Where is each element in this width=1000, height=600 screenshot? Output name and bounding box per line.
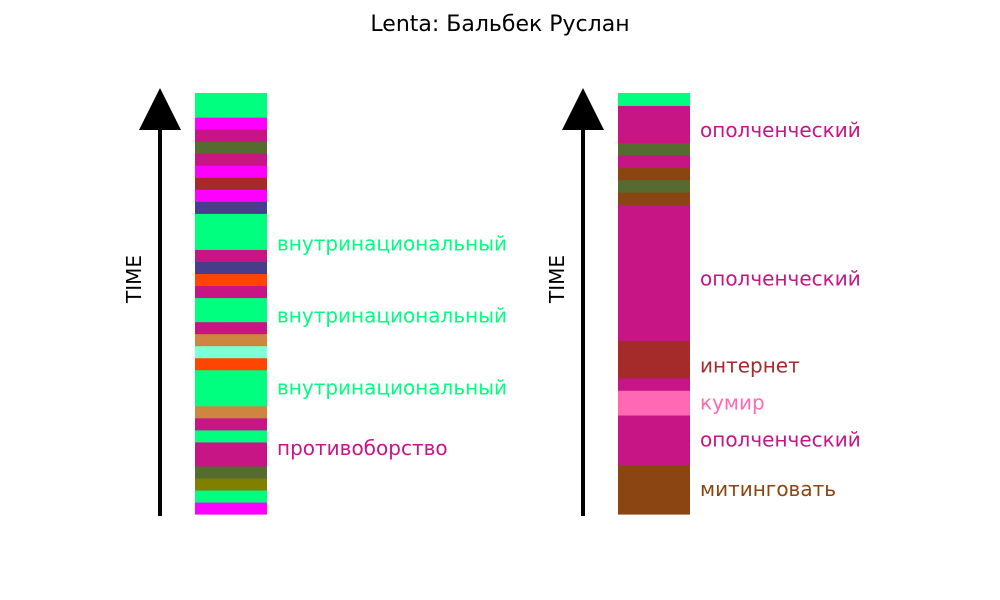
segment-label: противоборство xyxy=(277,436,448,460)
time-segment xyxy=(618,439,690,453)
time-segment xyxy=(195,237,267,250)
panel-right: TIME митинговать ополченческий кумир интерн… xyxy=(545,88,861,516)
time-segment xyxy=(195,165,267,178)
time-segment xyxy=(195,93,267,106)
time-segment xyxy=(195,501,267,515)
time-segment xyxy=(195,105,267,118)
time-segment xyxy=(618,216,690,230)
time-segment xyxy=(618,328,690,342)
time-segment xyxy=(618,390,690,404)
time-segment xyxy=(195,189,267,202)
time-segment xyxy=(195,129,267,142)
time-segment xyxy=(618,365,690,379)
time-segment xyxy=(195,321,267,335)
time-segment xyxy=(195,201,267,214)
time-segment xyxy=(618,414,690,428)
time-arrow-icon xyxy=(562,88,604,130)
segment-label: интернет xyxy=(700,353,800,377)
time-segment xyxy=(195,249,267,262)
time-segment xyxy=(195,453,267,467)
time-segment xyxy=(195,297,267,311)
time-segment xyxy=(195,141,267,154)
time-segment xyxy=(618,179,690,193)
time-segment xyxy=(618,266,690,280)
chart-title: Lenta: Бальбек Руслан xyxy=(370,12,629,37)
panel-left: TIME противоборство внутринациональный вну… xyxy=(122,88,507,516)
time-segment xyxy=(618,340,690,354)
time-segment xyxy=(195,405,267,419)
time-segment xyxy=(195,153,267,166)
time-segment xyxy=(618,142,690,156)
segment-label: ополченческий xyxy=(700,267,861,291)
time-segment xyxy=(618,278,690,292)
time-segment xyxy=(195,117,267,130)
segment-bar xyxy=(618,93,690,515)
time-segment xyxy=(618,229,690,243)
time-segment xyxy=(195,273,267,287)
time-segment xyxy=(195,309,267,323)
segment-label: внутринациональный xyxy=(277,231,507,255)
segment-label: ополченческий xyxy=(700,118,861,142)
time-segment xyxy=(618,117,690,131)
time-segment xyxy=(618,315,690,329)
time-segment xyxy=(618,452,690,466)
time-segment xyxy=(618,489,690,503)
time-segment xyxy=(618,427,690,441)
time-segment xyxy=(195,369,267,383)
time-segment xyxy=(618,241,690,255)
time-segment xyxy=(195,285,267,299)
time-segment xyxy=(618,476,690,490)
segment-label: митинговать xyxy=(700,477,836,501)
segment-label: кумир xyxy=(700,391,765,415)
time-arrow-icon xyxy=(139,88,181,130)
time-segment xyxy=(618,130,690,144)
time-axis-label: TIME xyxy=(545,255,569,304)
time-segment xyxy=(618,303,690,317)
time-segment xyxy=(618,105,690,119)
time-segment xyxy=(195,345,267,359)
time-segment xyxy=(618,402,690,416)
time-segment xyxy=(195,393,267,407)
time-segment xyxy=(618,154,690,168)
time-segment xyxy=(618,253,690,267)
time-segment xyxy=(618,93,690,106)
time-segment xyxy=(618,377,690,391)
time-segment xyxy=(195,357,267,371)
segment-labels: митинговать ополченческий кумир интернет опо… xyxy=(700,118,861,501)
segment-labels: противоборство внутринациональный внутрина… xyxy=(277,231,507,459)
segment-label: внутринациональный xyxy=(277,376,507,400)
segment-label: ополченческий xyxy=(700,428,861,452)
time-segment xyxy=(195,213,267,226)
time-segment xyxy=(618,291,690,305)
time-segment xyxy=(618,167,690,181)
time-segment xyxy=(195,441,267,455)
time-segment xyxy=(195,225,267,238)
time-axis-label: TIME xyxy=(122,255,146,304)
time-segment xyxy=(618,464,690,478)
time-segment xyxy=(195,417,267,431)
time-segment xyxy=(618,204,690,218)
time-segment xyxy=(195,261,267,275)
segment-label: внутринациональный xyxy=(277,304,507,328)
time-segment xyxy=(618,353,690,367)
time-segment xyxy=(195,465,267,479)
time-segment xyxy=(195,381,267,395)
time-segment xyxy=(195,333,267,347)
time-segment xyxy=(195,477,267,491)
time-segment xyxy=(618,192,690,206)
time-segment xyxy=(618,501,690,515)
segment-bar xyxy=(195,93,267,515)
time-segment xyxy=(195,489,267,503)
time-segment xyxy=(195,429,267,443)
time-segment xyxy=(195,177,267,190)
